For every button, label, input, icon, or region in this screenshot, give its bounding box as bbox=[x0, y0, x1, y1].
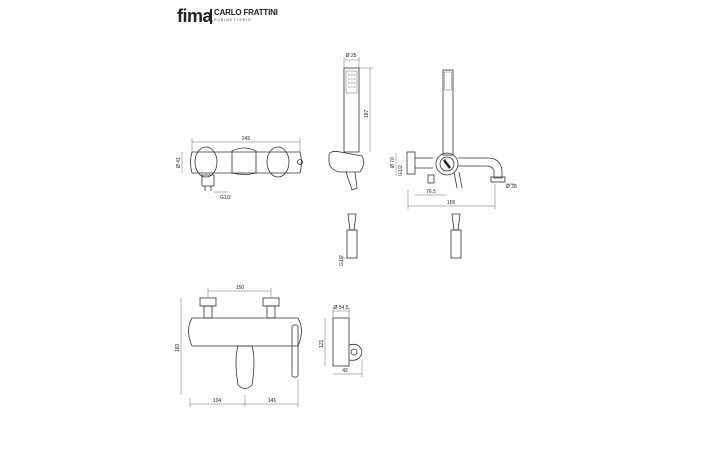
front-view: 245 Ø 41 G1/2 bbox=[176, 136, 303, 201]
dim-side2-depth: 42 bbox=[342, 368, 348, 374]
bottom-side-view: Ø 54,5 121 42 bbox=[319, 305, 363, 377]
dim-hand-diameter: Ø 25 bbox=[346, 53, 357, 59]
dim-hand-length: 187 bbox=[364, 109, 370, 118]
dim-front-height: Ø 41 bbox=[176, 157, 182, 168]
dim-spout-diameter: Ø 28 bbox=[506, 184, 517, 190]
dim-bottom-right: 141 bbox=[268, 398, 277, 404]
logo-wordmark: fima bbox=[177, 6, 213, 26]
dim-bottom-height: 183 bbox=[175, 343, 181, 352]
dim-side-width: 169 bbox=[447, 200, 456, 206]
logo-brand-name: CARLO FRATTINI bbox=[214, 8, 278, 17]
dim-side-thread: G1/2 bbox=[398, 165, 404, 176]
dim-bottom-left: 104 bbox=[213, 398, 222, 404]
bottom-front-view: 150 183 104 141 bbox=[175, 285, 302, 407]
dim-side2-diameter: Ø 54,5 bbox=[333, 305, 348, 311]
dim-bottom-centers: 150 bbox=[236, 285, 245, 291]
side-view: Ø 70 G1/2 76,5 169 Ø 28 bbox=[390, 69, 517, 209]
dim-side2-height: 121 bbox=[319, 339, 325, 348]
dim-holder-thread: G1/2 bbox=[339, 255, 345, 266]
holder-detail-left: G1/2 bbox=[339, 213, 358, 266]
holder-detail-right bbox=[450, 213, 462, 259]
logo-subtitle: RUBINETTERIE bbox=[214, 18, 252, 22]
dim-front-width: 245 bbox=[242, 136, 251, 142]
dim-side-offset: 76,5 bbox=[426, 189, 436, 195]
logo-divider bbox=[210, 9, 212, 24]
dim-side-diameter: Ø 70 bbox=[390, 157, 396, 168]
hand-shower-view: Ø 25 187 bbox=[328, 53, 373, 191]
dim-front-thread: G1/2 bbox=[220, 195, 231, 201]
